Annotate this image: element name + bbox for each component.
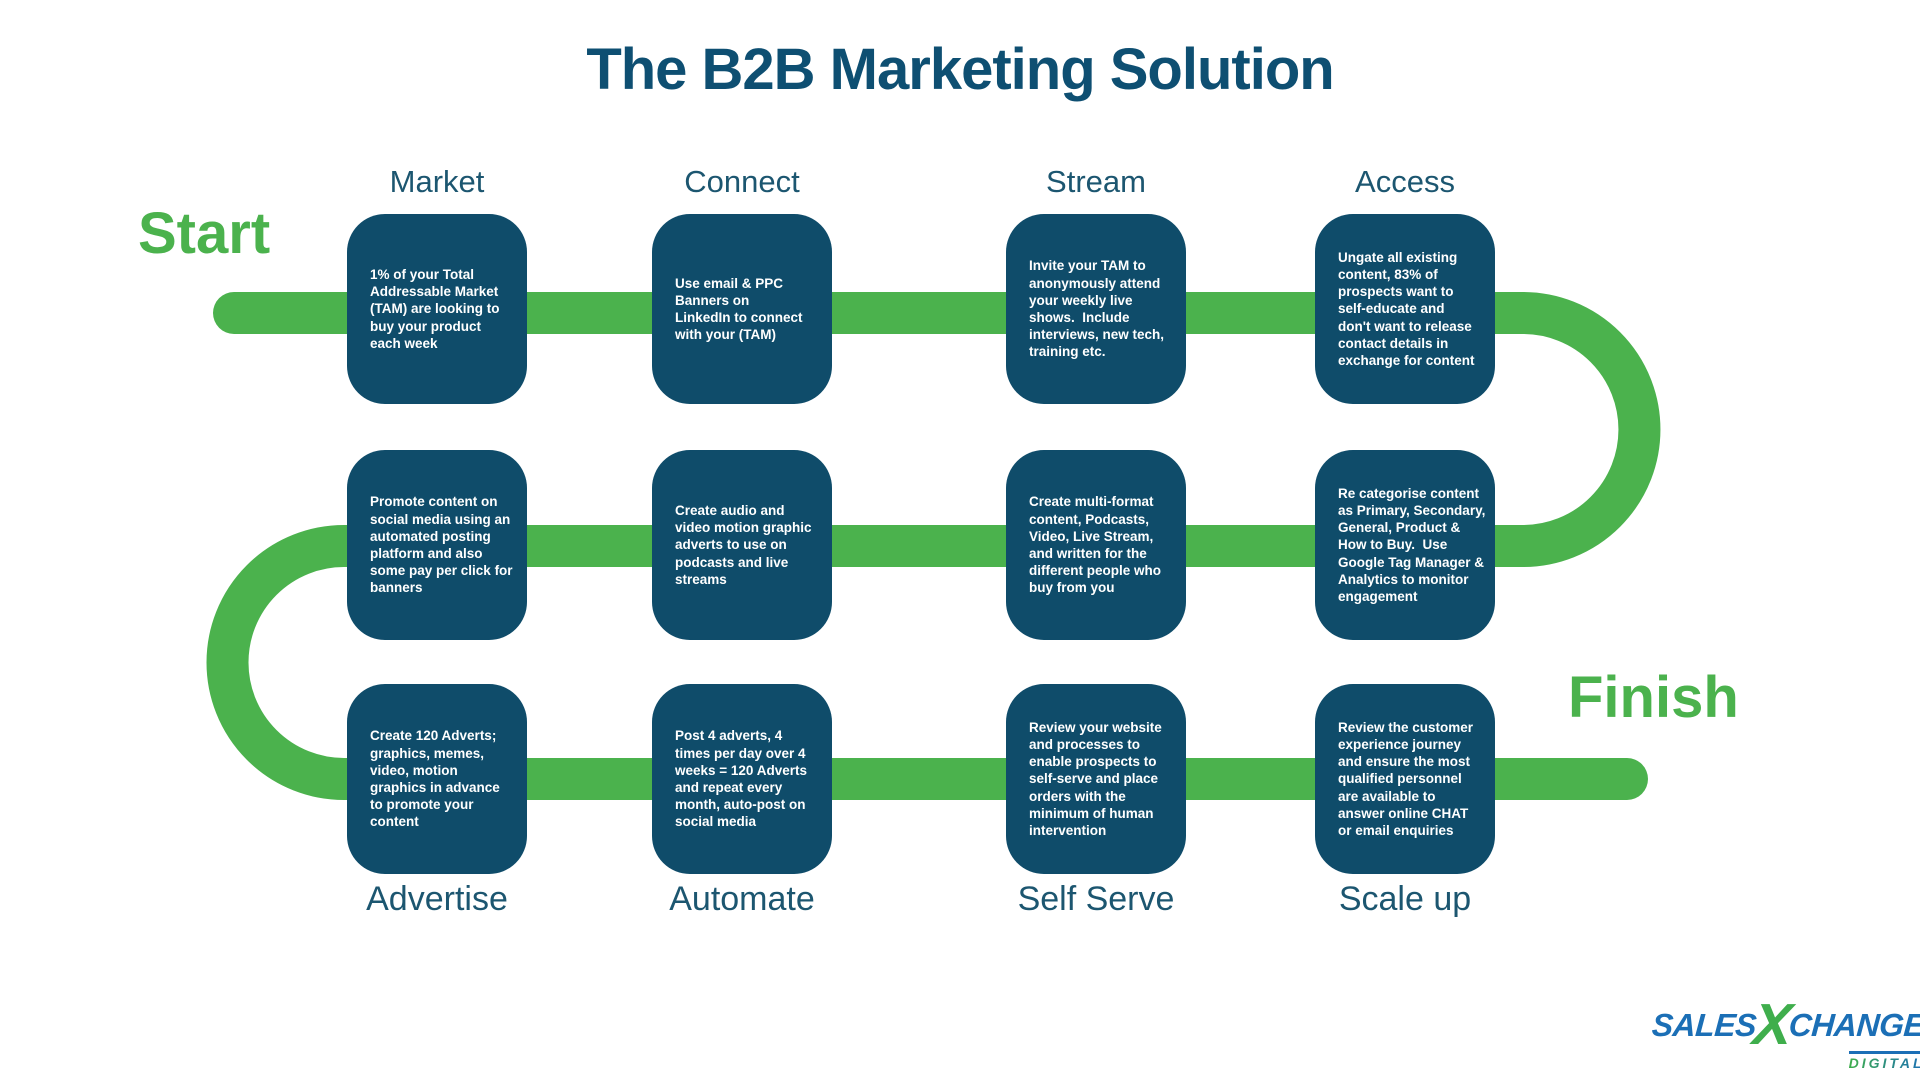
logo-change-text: CHANGE [1787,1006,1920,1043]
step-text-market: 1% of your Total Addressable Market (TAM… [370,266,500,351]
step-text-create-adverts: Create audio and video motion graphic ad… [675,502,812,587]
stage-label-automate: Automate [669,880,815,918]
step-text-advertise: Create 120 Adverts; graphics, memes, vid… [370,728,500,830]
step-box-promote: Promote content on social media using an… [347,450,527,640]
stage-label-advertise: Advertise [366,880,508,918]
step-box-market: 1% of your Total Addressable Market (TAM… [347,214,527,404]
finish-marker: Finish [1568,665,1739,730]
salesxchange-wordmark: SALES X CHANGE [1650,992,1920,1057]
step-text-automate: Post 4 adverts, 4 times per day over 4 w… [675,728,807,830]
logo-digital-text: DIGITAL [1849,1055,1920,1071]
logo-sales-text: SALES [1650,1006,1758,1043]
step-text-stream: Invite your TAM to anonymously attend yo… [1029,258,1165,360]
step-text-recategorise: Re categorise content as Primary, Second… [1338,485,1486,604]
step-text-promote: Promote content on social media using an… [370,494,513,596]
salesxchange-logo: SALES X CHANGE DIGITAL [1650,992,1920,1072]
start-marker: Start [138,201,271,266]
snake-path-stroke [206,292,1661,800]
step-box-self-serve: Review your website and processes to ena… [1006,684,1186,874]
step-box-advertise: Create 120 Adverts; graphics, memes, vid… [347,684,527,874]
step-text-connect: Use email & PPC Banners on LinkedIn to c… [675,275,803,343]
step-box-create-adverts: Create audio and video motion graphic ad… [652,450,832,640]
stage-label-stream: Stream [1046,164,1146,199]
stage-label-scale-up: Scale up [1338,880,1472,918]
step-box-scale-up: Review the customer experience journey a… [1315,684,1495,874]
step-text-scale-up: Review the customer experience journey a… [1338,719,1474,838]
step-box-automate: Post 4 adverts, 4 times per day over 4 w… [652,684,832,874]
stage-label-market: Market [389,164,485,199]
stage-label-access: Access [1355,164,1455,199]
step-box-access: Ungate all existing content, 83% of pros… [1315,214,1495,404]
stage-label-self-serve: Self Serve [1017,880,1175,918]
page-title: The B2B Marketing Solution [586,37,1334,102]
step-box-stream: Invite your TAM to anonymously attend yo… [1006,214,1186,404]
step-text-multi-format: Create multi-format content, Podcasts, V… [1029,494,1162,596]
step-box-recategorise: Re categorise content as Primary, Second… [1315,450,1495,640]
step-box-multi-format: Create multi-format content, Podcasts, V… [1006,450,1186,640]
logo-digital-block: DIGITAL [1848,1051,1920,1071]
step-box-connect: Use email & PPC Banners on LinkedIn to c… [652,214,832,404]
step-text-self-serve: Review your website and processes to ena… [1029,719,1162,838]
stage-label-connect: Connect [684,164,800,199]
step-text-access: Ungate all existing content, 83% of pros… [1338,249,1475,368]
